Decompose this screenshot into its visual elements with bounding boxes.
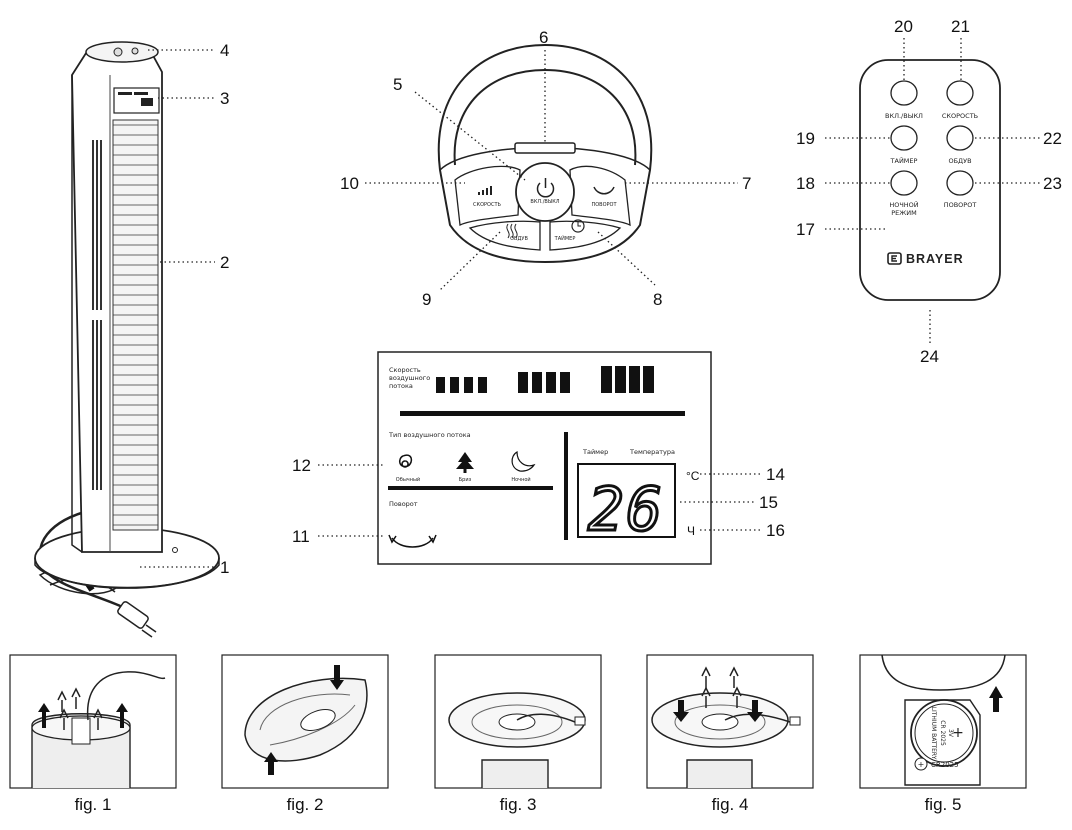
fan-front-grill — [112, 119, 159, 531]
fan-grill-upper — [92, 140, 104, 310]
figure-1-caption: fig. 1 — [74, 795, 112, 814]
figure-3-caption: fig. 3 — [499, 795, 537, 814]
figure-4 — [646, 654, 814, 789]
callout-14: 14 — [766, 465, 785, 484]
lcd-rotation-icon — [391, 537, 434, 548]
control-panel: ВКЛ./ВЫКЛ СКОРОСТЬ ПОВОРОТ ОБДУВ ТАЙМЕР — [437, 43, 653, 264]
callout-23: 23 — [1043, 174, 1062, 193]
celsius-unit: °C — [686, 469, 700, 483]
figure-4-caption: fig. 4 — [711, 795, 749, 814]
hours-unit: Ч — [687, 524, 695, 538]
lcd-temperature-label: Температура — [629, 448, 675, 456]
lcd-display: Скорость воздушного потока Тип воздушног… — [377, 351, 712, 565]
figure-2 — [221, 654, 389, 789]
panel-power-icon — [536, 178, 555, 198]
panel-timer-label[interactable]: ТАЙМЕР — [554, 235, 576, 242]
remote-night-label-1: НОЧНОЙ — [889, 200, 918, 209]
panel-speed-icon — [478, 186, 492, 195]
night-moon-icon — [511, 450, 536, 472]
remote-callouts: 20 21 19 22 18 23 17 24 — [796, 17, 1062, 366]
tower-callouts: 4 3 2 1 — [220, 41, 229, 577]
lcd-mode-normal: Обычный — [396, 476, 420, 483]
callout-4: 4 — [220, 41, 229, 60]
brayer-logo-icon — [887, 252, 902, 265]
remote-timer-label: ТАЙМЕР — [890, 156, 918, 165]
remote-speed-label: СКОРОСТЬ — [942, 112, 978, 120]
remote-power-button[interactable] — [890, 80, 918, 106]
coin-battery — [910, 699, 978, 767]
lcd-flow-type-label: Тип воздушного потока — [388, 431, 471, 439]
callout-5: 5 — [393, 75, 402, 94]
remote-timer-button[interactable] — [890, 125, 918, 151]
lcd-callouts: 12 11 14 15 16 — [292, 456, 785, 546]
callout-24: 24 — [920, 347, 939, 366]
panel-airflow-icon — [506, 223, 518, 239]
figure-1 — [9, 654, 177, 789]
lcd-speed-bars — [436, 366, 654, 393]
lcd-mode-night: Ночной — [511, 476, 530, 483]
remote-night-button[interactable] — [890, 170, 918, 196]
panel-mode-label[interactable]: ОБДУВ — [510, 236, 528, 242]
lcd-digit-frame — [577, 463, 676, 538]
remote-control: ВКЛ./ВЫКЛ СКОРОСТЬ ТАЙМЕР ОБДУВ НОЧНОЙ Р… — [859, 59, 1001, 301]
breeze-tree-icon — [456, 452, 474, 473]
lcd-mode-breeze: Бриз — [459, 477, 472, 483]
remote-power-label: ВКЛ./ВЫКЛ — [885, 112, 923, 120]
callout-11: 11 — [292, 527, 310, 546]
figure-5-caption: fig. 5 — [924, 795, 962, 814]
battery-label-2: CR 2025 — [939, 720, 946, 746]
normal-mode-icon — [398, 454, 413, 468]
callout-9: 9 — [422, 290, 431, 309]
callout-20: 20 — [894, 17, 913, 36]
panel-power-button[interactable] — [515, 162, 575, 222]
battery-label-3: 3V — [947, 729, 954, 738]
callout-2: 2 — [220, 253, 229, 272]
callout-10: 10 — [340, 174, 359, 193]
battery-bottom-label: CR2025 — [931, 761, 959, 769]
panel-callouts: 6 5 10 7 8 9 — [340, 28, 751, 309]
tower-fan — [34, 41, 220, 638]
lcd-rotation-label: Поворот — [389, 500, 418, 508]
panel-timer-icon — [571, 219, 585, 233]
lcd-timer-label: Таймер — [582, 448, 608, 456]
callout-19: 19 — [796, 129, 815, 148]
panel-rotation-label[interactable]: ПОВОРОТ — [591, 202, 617, 208]
callout-16: 16 — [766, 521, 785, 540]
lcd-value: 26 — [588, 475, 664, 545]
figure-3 — [434, 654, 602, 789]
remote-rotation-button[interactable] — [946, 170, 974, 196]
callout-7: 7 — [742, 174, 751, 193]
lcd-speed-label-1: Скорость — [389, 366, 421, 374]
callout-3: 3 — [220, 89, 229, 108]
remote-brand: BRAYER — [906, 252, 964, 266]
lcd-speed-label-3: потока — [389, 382, 413, 390]
battery-label-1: LITHIUM BATTERY — [930, 707, 937, 760]
sensor-window — [514, 142, 576, 154]
figure-2-caption: fig. 2 — [286, 795, 324, 814]
power-plug — [117, 601, 157, 638]
panel-speed-label[interactable]: СКОРОСТЬ — [473, 202, 501, 208]
callout-15: 15 — [759, 493, 778, 512]
callout-12: 12 — [292, 456, 311, 475]
remote-mode-label: ОБДУВ — [948, 157, 971, 165]
remote-rotation-label: ПОВОРОТ — [944, 201, 977, 209]
callout-8: 8 — [653, 290, 662, 309]
callout-21: 21 — [951, 17, 970, 36]
callout-17: 17 — [796, 220, 815, 239]
fan-grill-lower — [92, 320, 104, 490]
callout-1: 1 — [220, 558, 229, 577]
remote-night-label-2: РЕЖИМ — [891, 209, 917, 217]
remote-mode-button[interactable] — [946, 125, 974, 151]
callout-18: 18 — [796, 174, 815, 193]
figure-5: LITHIUM BATTERY CR 2025 3V + + CR2025 — [859, 654, 1027, 789]
callout-6: 6 — [539, 28, 548, 47]
battery-plus-small-icon: + — [918, 760, 925, 769]
panel-rotation-icon — [593, 186, 615, 195]
callout-22: 22 — [1043, 129, 1062, 148]
plus-icon: + — [952, 725, 964, 741]
panel-power-label: ВКЛ./ВЫКЛ — [530, 199, 559, 205]
remote-speed-button[interactable] — [946, 80, 974, 106]
lcd-speed-label-2: воздушного — [389, 374, 430, 382]
